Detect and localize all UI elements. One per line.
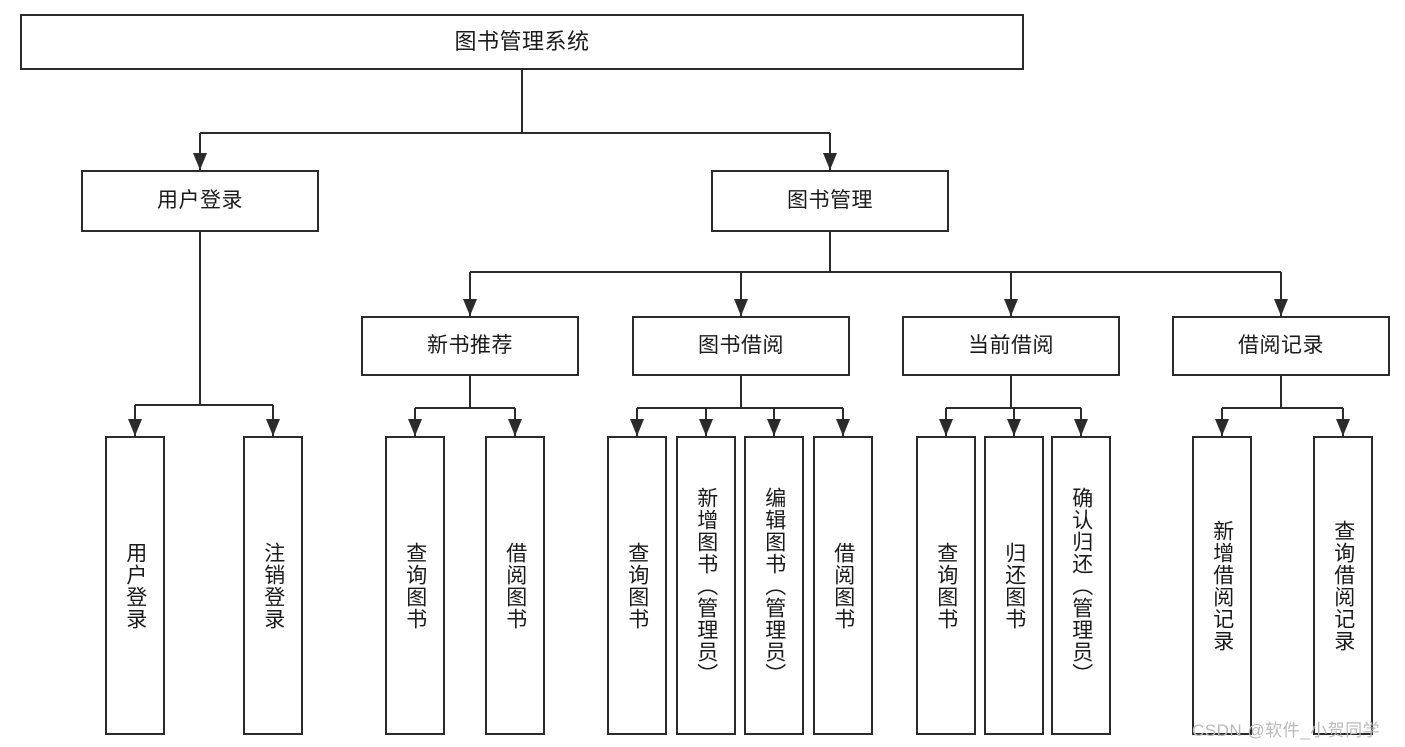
node-l10[interactable]: 归还图书	[984, 436, 1044, 735]
node-current[interactable]: 当前借阅	[902, 316, 1120, 376]
arrowhead-current-l11	[1074, 419, 1088, 436]
node-label-l11: 确认归还（管理员）	[1069, 486, 1093, 685]
node-label-l10: 归还图书	[1002, 541, 1026, 630]
arrowhead-login-l1	[128, 419, 142, 436]
node-label-l2: 注销登录	[261, 541, 285, 630]
node-label-l4: 借阅图书	[503, 541, 527, 630]
arrowhead-current-l9	[939, 419, 953, 436]
node-label-l7: 编辑图书（管理员）	[762, 486, 786, 685]
node-records[interactable]: 借阅记录	[1172, 316, 1390, 376]
arrowhead-newbook-l3	[408, 419, 422, 436]
node-l4[interactable]: 借阅图书	[485, 436, 545, 735]
arrowhead-current-l10	[1007, 419, 1021, 436]
node-l7[interactable]: 编辑图书（管理员）	[744, 436, 804, 735]
arrowhead-login-l2	[266, 419, 280, 436]
arrowhead-bookmgmt-current	[1004, 299, 1018, 316]
node-label-l12: 新增借阅记录	[1210, 519, 1234, 652]
node-l8[interactable]: 借阅图书	[813, 436, 873, 735]
node-bookmgmt[interactable]: 图书管理	[711, 170, 949, 232]
arrowhead-borrow-l6	[699, 419, 713, 436]
arrowhead-root-bookmgmt	[823, 153, 837, 170]
node-label-borrow: 图书借阅	[698, 334, 784, 358]
node-login[interactable]: 用户登录	[81, 170, 319, 232]
node-label-l8: 借阅图书	[831, 541, 855, 630]
node-label-l1: 用户登录	[123, 541, 147, 630]
node-newbook[interactable]: 新书推荐	[361, 316, 579, 376]
arrowhead-records-l13	[1336, 419, 1350, 436]
node-label-root: 图书管理系统	[454, 28, 590, 54]
node-l1[interactable]: 用户登录	[105, 436, 165, 735]
node-label-login: 用户登录	[157, 189, 243, 213]
node-label-l9: 查询图书	[934, 541, 958, 630]
arrowhead-newbook-l4	[508, 419, 522, 436]
arrowhead-records-l12	[1215, 419, 1229, 436]
node-l13[interactable]: 查询借阅记录	[1313, 436, 1373, 735]
node-label-bookmgmt: 图书管理	[787, 189, 873, 213]
node-l5[interactable]: 查询图书	[607, 436, 667, 735]
node-label-l3: 查询图书	[403, 541, 427, 630]
node-l2[interactable]: 注销登录	[243, 436, 303, 735]
node-label-records: 借阅记录	[1238, 334, 1324, 358]
arrowhead-bookmgmt-newbook	[463, 299, 477, 316]
arrowhead-bookmgmt-records	[1274, 299, 1288, 316]
node-root[interactable]: 图书管理系统	[20, 14, 1024, 70]
node-label-l5: 查询图书	[625, 541, 649, 630]
node-borrow[interactable]: 图书借阅	[632, 316, 850, 376]
node-label-l13: 查询借阅记录	[1331, 519, 1355, 652]
node-l12[interactable]: 新增借阅记录	[1192, 436, 1252, 735]
arrowhead-borrow-l5	[630, 419, 644, 436]
node-l6[interactable]: 新增图书（管理员）	[676, 436, 736, 735]
node-l11[interactable]: 确认归还（管理员）	[1051, 436, 1111, 735]
arrowhead-bookmgmt-borrow	[734, 299, 748, 316]
arrowhead-borrow-l8	[836, 419, 850, 436]
node-label-current: 当前借阅	[968, 334, 1054, 358]
node-label-newbook: 新书推荐	[427, 334, 513, 358]
node-l9[interactable]: 查询图书	[916, 436, 976, 735]
arrowhead-root-login	[193, 153, 207, 170]
watermark-label: CSDN @软件_小贺同学	[1192, 721, 1381, 740]
arrowhead-borrow-l7	[767, 419, 781, 436]
node-l3[interactable]: 查询图书	[385, 436, 445, 735]
node-label-l6: 新增图书（管理员）	[694, 486, 718, 685]
